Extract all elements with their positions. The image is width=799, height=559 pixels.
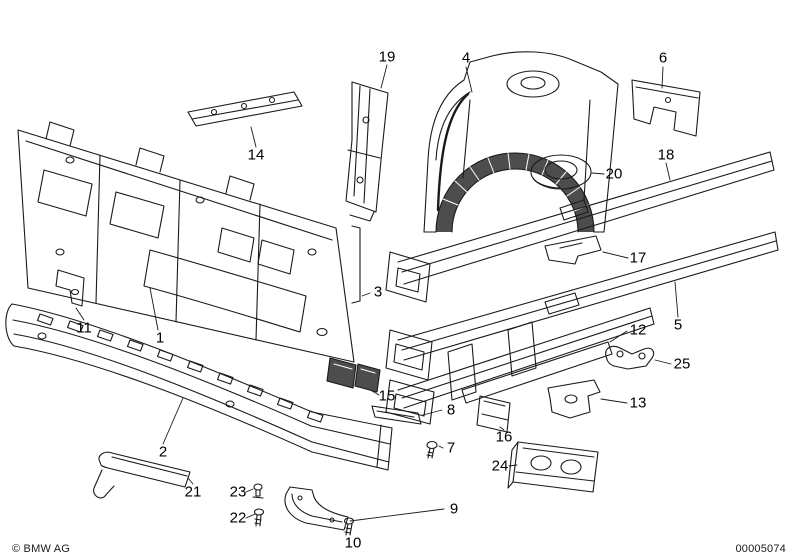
part-callout-4: 4 [461,49,471,67]
part-callout-2: 2 [158,443,168,461]
part-16-closing-plate [476,395,511,433]
part-4-wheel-house [423,51,619,233]
part-callout-1: 1 [155,329,165,347]
part-callout-21: 21 [184,483,202,501]
part-callout-16: 16 [495,428,513,446]
part-callout-20: 20 [605,165,623,183]
part-callout-9: 9 [449,500,459,518]
part-5-rail [385,231,779,381]
part-7-fastener [426,440,438,459]
part-callout-25: 25 [673,355,691,373]
document-number: 00005074 [735,543,786,555]
part-callout-7: 7 [446,439,456,457]
part-callout-19: 19 [378,48,396,66]
part-callout-13: 13 [629,394,647,412]
part-8-strip [371,405,422,425]
part-callout-6: 6 [658,49,668,67]
part-callout-22: 22 [229,509,247,527]
part-9-channel-bracket [284,486,349,531]
part-21-lower-strip [93,451,191,499]
part-22-screw [253,508,265,527]
leader-lines [75,64,679,522]
part-17-bracket [544,235,602,265]
part-2-bumper [5,303,393,471]
part-13-bracket [547,379,601,419]
part-1-front-panel [17,121,355,363]
part-12-side-member [385,307,655,425]
part-6-panel [631,79,701,137]
part-callout-11: 11 [76,319,92,337]
part-callout-23: 23 [229,483,247,501]
part-callout-8: 8 [446,401,456,419]
part-25-clamp [605,345,655,370]
part-23-rivet [252,483,264,499]
part-callout-15: 15 [378,387,396,405]
part-15-blocks [326,357,381,393]
part-callout-18: 18 [657,146,675,164]
part-24-support-bracket [507,441,599,493]
part-callout-3: 3 [373,283,383,301]
part-20-support-ring [530,154,592,190]
part-callout-24: 24 [491,457,509,475]
part-19-pillar [345,81,389,222]
copyright-text: © BMW AG [12,543,70,555]
part-callout-12: 12 [629,321,647,339]
part-18-rail [385,151,775,303]
part-callout-5: 5 [673,316,683,334]
part-11-bracket [55,269,85,307]
part-callout-10: 10 [344,534,362,552]
part-callout-17: 17 [629,249,647,267]
part-callout-14: 14 [247,146,265,164]
part-3-assembly-bracket [351,225,361,304]
part-14-crossmember [187,91,303,127]
